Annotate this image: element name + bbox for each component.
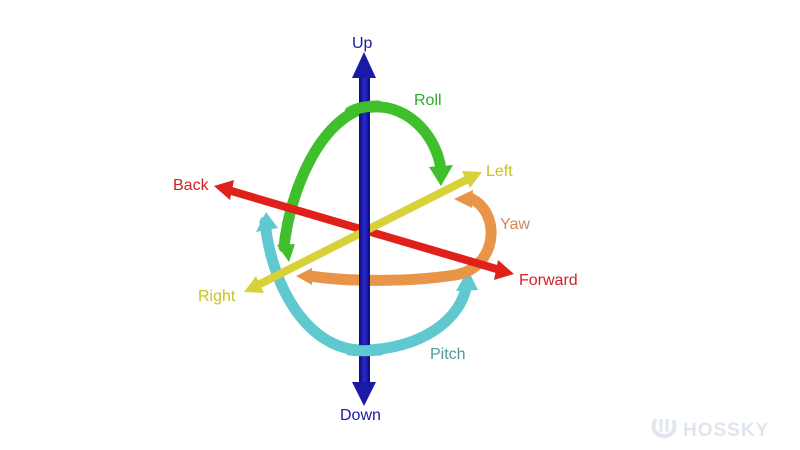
watermark-logo-icon [651,419,677,439]
yaw-arrow [296,190,497,286]
label-yaw: Yaw [500,216,530,233]
label-right: Right [198,288,236,305]
label-roll: Roll [414,92,442,109]
label-left: Left [486,163,513,180]
label-down: Down [340,407,381,424]
up-down-axis [352,52,376,406]
watermark-text: HOSSKY [683,420,769,441]
left-arrowhead [462,171,482,188]
label-forward: Forward [519,272,578,289]
up-arrowhead [352,52,376,78]
down-arrowhead [352,382,376,406]
back-arrowhead [214,180,234,200]
label-back: Back [173,177,210,194]
watermark: HOSSKY [651,419,769,441]
label-pitch: Pitch [430,346,466,363]
roll-arrow-front-segment [344,100,384,118]
forward-arrowhead [494,260,514,280]
right-arrowhead [244,276,264,293]
label-up: Up [352,35,373,52]
pitch-arrow-front-segment [344,344,386,357]
